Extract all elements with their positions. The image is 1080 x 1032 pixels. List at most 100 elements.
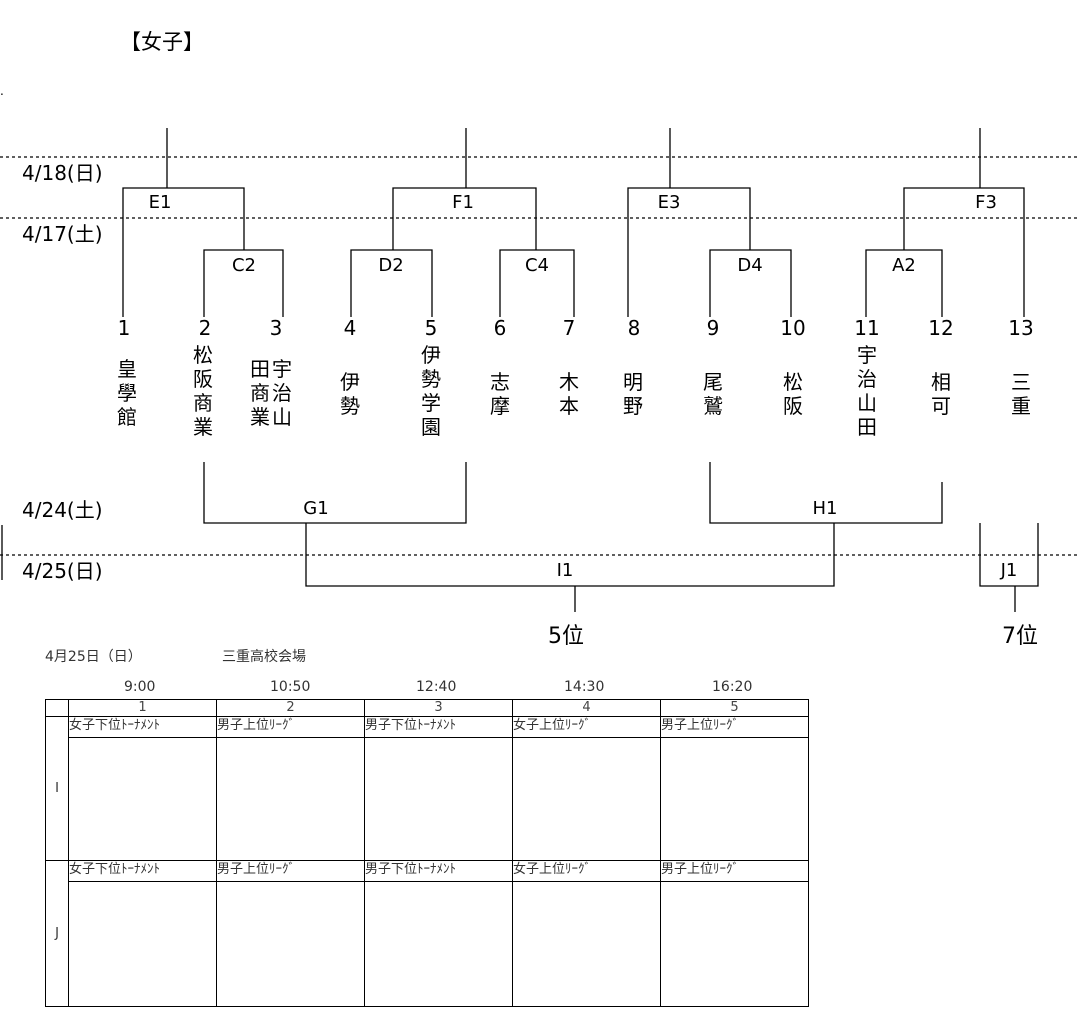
slot-2: 2 (216, 699, 365, 717)
team-name-11: 宇治山田 (857, 343, 877, 439)
court-i-games-row: I 女子下位ﾄｰﾅﾒﾝﾄ 男子上位ﾘｰｸﾞ 男子下位ﾄｰﾅﾒﾝﾄ 女子上位ﾘｰｸ… (45, 716, 809, 861)
match-label-g1: G1 (303, 498, 329, 519)
seed-10: 10 (780, 316, 806, 340)
team-name-column: 宇治山 (272, 357, 292, 429)
team-name-column: 松阪 (783, 370, 803, 418)
match-label-d4: D4 (737, 255, 763, 276)
match-label-e3: E3 (657, 192, 681, 213)
game-cell: 男子下位ﾄｰﾅﾒﾝﾄ (364, 716, 513, 738)
time-2: 10:50 (270, 679, 311, 695)
seed-2: 2 (198, 316, 212, 340)
bracket-d4 (709, 249, 792, 317)
seed-9: 9 (706, 316, 720, 340)
empty-cell (660, 737, 809, 861)
match-label-d2: D2 (378, 255, 404, 276)
empty-cell (512, 881, 661, 1007)
date-label-0424: 4/24(土) (22, 498, 103, 522)
empty-cell (364, 881, 513, 1007)
page-title: 【女子】 (120, 30, 204, 54)
team-name-1: 皇學館 (117, 357, 137, 429)
date-label-0425: 4/25(日) (22, 559, 103, 583)
team-name-3: 宇治山田商業 (250, 357, 292, 429)
bracket-d2 (350, 249, 433, 317)
court-j-games-row: J 女子下位ﾄｰﾅﾒﾝﾄ 男子上位ﾘｰｸﾞ 男子下位ﾄｰﾅﾒﾝﾄ 女子上位ﾘｰｸ… (45, 860, 809, 1007)
game-cell: 女子下位ﾄｰﾅﾒﾝﾄ (68, 860, 217, 882)
bracket-e3 (627, 128, 751, 317)
game-cell: 男子下位ﾄｰﾅﾒﾝﾄ (364, 860, 513, 882)
bracket-f1 (392, 128, 537, 250)
seed-7: 7 (562, 316, 576, 340)
bracket-h1 (709, 462, 943, 524)
seed-4: 4 (343, 316, 357, 340)
seed-5: 5 (424, 316, 438, 340)
game-cell: 女子上位ﾘｰｸﾞ (512, 860, 661, 882)
team-name-column: 伊勢学園 (421, 343, 441, 439)
game-cell: 男子上位ﾘｰｸﾞ (216, 716, 365, 738)
bracket-j1 (979, 523, 1039, 612)
team-name-8: 明野 (623, 370, 643, 418)
empty-cell (512, 737, 661, 861)
bracket-e1 (122, 128, 245, 317)
schedule-date: 4月25日（日） (45, 649, 142, 665)
court-j-blank-row (46, 881, 809, 1007)
match-label-i1: I1 (556, 560, 574, 581)
match-label-f3: F3 (975, 192, 997, 213)
slot-4: 4 (512, 699, 661, 717)
corner-cell (45, 699, 69, 717)
bracket-i1 (305, 523, 835, 612)
match-label-c2: C2 (231, 255, 257, 276)
match-label-e1: E1 (148, 192, 172, 213)
team-name-7: 木本 (559, 370, 579, 418)
team-name-10: 松阪 (783, 370, 803, 418)
team-name-4: 伊勢 (340, 370, 360, 418)
team-name-12: 相可 (931, 370, 951, 418)
team-name-5: 伊勢学園 (421, 343, 441, 439)
bracket-c2 (203, 249, 284, 317)
seed-11: 11 (854, 316, 880, 340)
placement-5th: 5位 (548, 624, 584, 649)
team-name-2: 松阪商業 (193, 343, 213, 439)
slot-3: 3 (364, 699, 513, 717)
bracket-a2 (865, 249, 943, 317)
bracket-c4 (499, 249, 575, 317)
time-5: 16:20 (712, 679, 753, 695)
slot-1: 1 (68, 699, 217, 717)
empty-cell (364, 737, 513, 861)
empty-cell (68, 737, 217, 861)
empty-cell (216, 737, 365, 861)
game-cell: 男子上位ﾘｰｸﾞ (216, 860, 365, 882)
match-label-a2: A2 (892, 255, 916, 276)
match-label-c4: C4 (524, 255, 550, 276)
team-name-9: 尾鷲 (703, 370, 723, 418)
time-3: 12:40 (416, 679, 457, 695)
team-name-column: 宇治山田 (857, 343, 877, 439)
time-4: 14:30 (564, 679, 605, 695)
team-name-6: 志摩 (490, 370, 510, 418)
team-name-column: 伊勢 (340, 370, 360, 418)
time-1: 9:00 (124, 679, 156, 695)
game-cell: 女子下位ﾄｰﾅﾒﾝﾄ (68, 716, 217, 738)
team-name-column: 皇學館 (117, 357, 137, 429)
bracket-lines (0, 128, 1080, 612)
match-label-h1: H1 (812, 498, 838, 519)
slot-5: 5 (660, 699, 809, 717)
match-label-f1: F1 (452, 192, 474, 213)
seed-6: 6 (493, 316, 507, 340)
court-i-blank-row (46, 737, 809, 861)
bracket-g1 (203, 462, 467, 524)
stray-dot: . (0, 84, 4, 98)
team-name-column: 田商業 (250, 357, 270, 429)
match-label-j1: J1 (1000, 560, 1018, 581)
placement-7th: 7位 (1002, 624, 1038, 649)
game-cell: 女子上位ﾘｰｸﾞ (512, 716, 661, 738)
team-name-column: 松阪商業 (193, 343, 213, 439)
team-name-column: 三重 (1011, 370, 1031, 418)
team-name-column: 志摩 (490, 370, 510, 418)
date-label-0418: 4/18(日) (22, 161, 103, 185)
seed-12: 12 (928, 316, 954, 340)
date-label-0417: 4/17(土) (22, 222, 103, 246)
seed-13: 13 (1008, 316, 1034, 340)
slot-header-row: 1 2 3 4 5 (45, 699, 809, 717)
seed-1: 1 (117, 316, 131, 340)
schedule-venue: 三重高校会場 (222, 649, 306, 665)
